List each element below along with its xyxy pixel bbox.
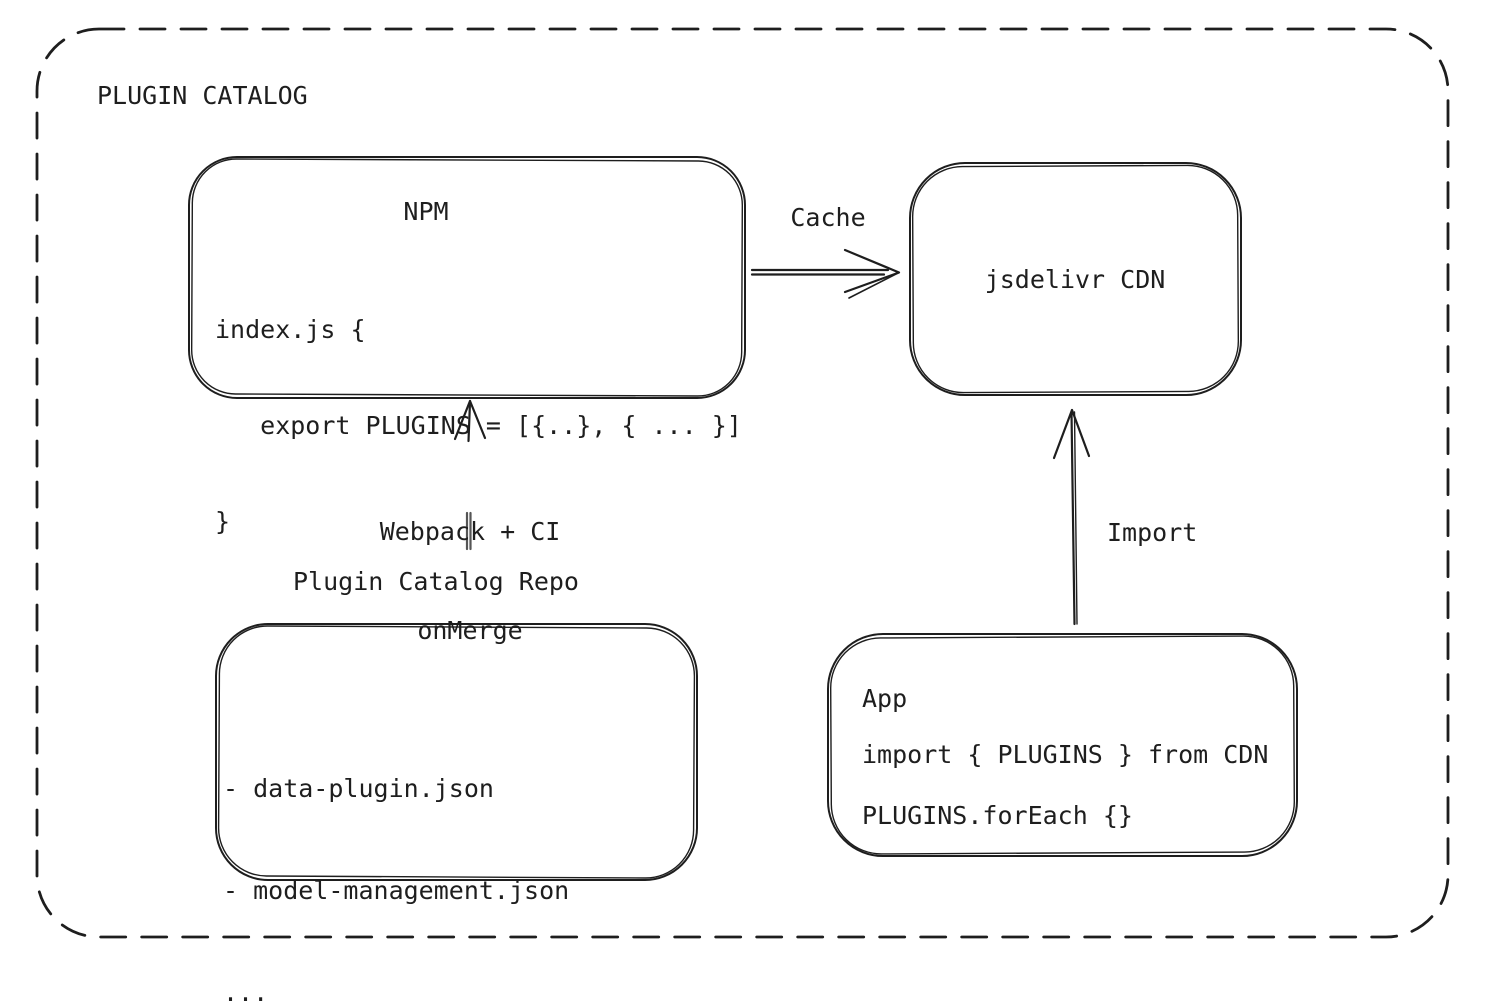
app-box xyxy=(827,633,1298,857)
repo-file-line: - model-management.json xyxy=(223,876,570,905)
npm-code-line: index.js { xyxy=(215,315,366,344)
build-arrow-label-line1: Webpack + CI xyxy=(379,517,561,546)
plugin-catalog-frame xyxy=(35,27,1450,939)
cdn-box xyxy=(909,162,1242,396)
cache-arrow-icon xyxy=(750,248,901,299)
frame-title: PLUGIN CATALOG xyxy=(97,81,308,110)
app-code-line-import: import { PLUGINS } from CDN xyxy=(862,740,1269,769)
cache-arrow-label: Cache xyxy=(790,203,866,232)
repo-box xyxy=(215,623,698,881)
build-arrow-label-line2: onMerge xyxy=(417,616,523,645)
repo-file-line: ... xyxy=(223,978,269,1002)
app-code-line-foreach: PLUGINS.forEach {} xyxy=(862,801,1133,830)
import-arrow-icon xyxy=(1052,408,1091,626)
npm-box-title: NPM xyxy=(403,197,449,226)
npm-code-block: index.js { export PLUGINS = [{..}, { ...… xyxy=(215,250,742,602)
repo-box-title: Plugin Catalog Repo xyxy=(293,567,579,596)
build-arrow-label: Webpack + CI onMerge xyxy=(330,449,610,713)
cdn-box-label: jsdelivr CDN xyxy=(984,265,1166,294)
app-box-title: App xyxy=(862,684,908,713)
import-arrow-label: Import xyxy=(1107,518,1198,547)
build-arrow-icon xyxy=(453,399,487,551)
repo-file-line: - data-plugin.json xyxy=(223,774,494,803)
repo-file-list: - data-plugin.json - model-management.js… xyxy=(223,704,569,1002)
npm-box xyxy=(188,156,746,399)
npm-code-line: } xyxy=(215,507,231,536)
npm-code-line: export PLUGINS = [{..}, { ... }] xyxy=(215,411,742,440)
